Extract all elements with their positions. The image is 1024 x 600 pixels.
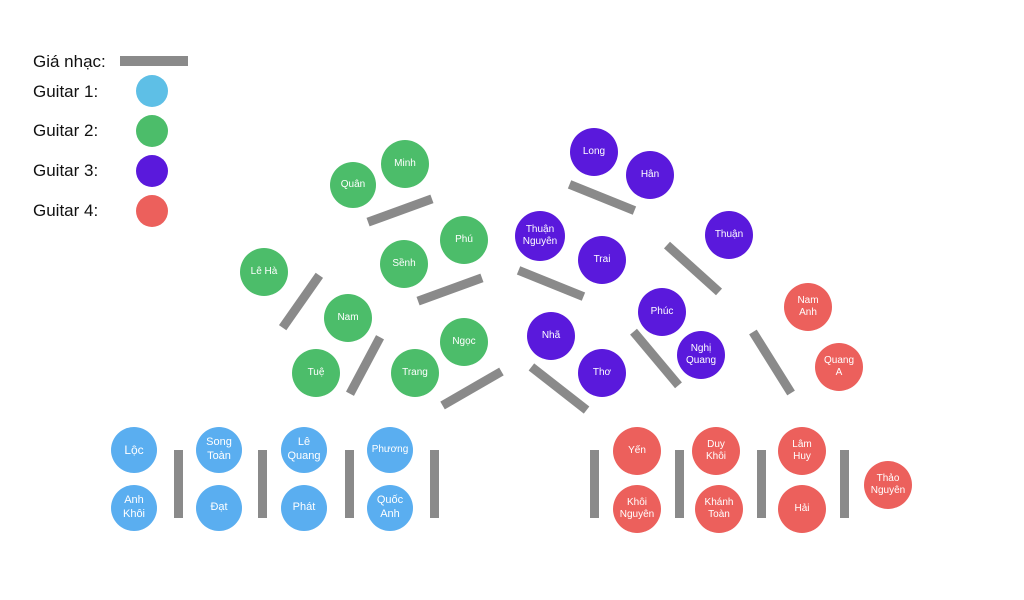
seat-guitar4-hai: Hải <box>778 485 826 533</box>
music-stand <box>630 328 682 389</box>
seat-guitar2-tue: Tuệ <box>292 349 340 397</box>
seat-guitar3-nha: Nhã <box>527 312 575 360</box>
legend-guitar2-swatch <box>136 115 168 147</box>
seat-guitar2-nam: Nam <box>324 294 372 342</box>
music-stand <box>590 450 599 518</box>
seat-guitar4-lam-huy: Lâm Huy <box>778 427 826 475</box>
music-stand <box>840 450 849 518</box>
music-stand <box>675 450 684 518</box>
music-stand <box>345 450 354 518</box>
seat-guitar3-nghi-quang: Nghị Quang <box>677 331 725 379</box>
seat-guitar1-phat: Phát <box>281 485 327 531</box>
seat-guitar4-khoi-nguyen: Khôi Nguyên <box>613 485 661 533</box>
legend-guitar4-label: Guitar 4: <box>33 201 99 220</box>
legend-guitar3-label: Guitar 3: <box>33 161 99 180</box>
seat-guitar3-phuc: Phúc <box>638 288 686 336</box>
legend-stand-label: Giá nhạc: <box>33 52 106 71</box>
seat-guitar2-minh: Minh <box>381 140 429 188</box>
music-stand <box>174 450 183 518</box>
legend-guitar3-swatch <box>136 155 168 187</box>
legend-guitar4-swatch <box>136 195 168 227</box>
music-stand <box>567 180 637 215</box>
music-stand <box>440 367 504 410</box>
seat-guitar2-phu: Phú <box>440 216 488 264</box>
seat-guitar1-song-toan: Song Toàn <box>196 427 242 473</box>
seat-guitar3-han: Hân <box>626 151 674 199</box>
seat-guitar1-dat: Đạt <box>196 485 242 531</box>
music-stand <box>430 450 439 518</box>
seat-guitar1-le-quang: Lê Quang <box>281 427 327 473</box>
seat-guitar2-quan: Quân <box>330 162 376 208</box>
seat-guitar3-trai: Trai <box>578 236 626 284</box>
seat-guitar4-yen: Yến <box>613 427 661 475</box>
seat-guitar4-duy-khoi: Duy Khôi <box>692 427 740 475</box>
music-stand <box>366 194 434 227</box>
legend-guitar1-label: Guitar 1: <box>33 82 99 101</box>
music-stand <box>757 450 766 518</box>
music-stand <box>749 329 795 396</box>
legend-guitar2-label: Guitar 2: <box>33 121 99 140</box>
seat-guitar1-anh-khoi: Anh Khôi <box>111 485 157 531</box>
music-stand <box>416 273 484 306</box>
seat-guitar4-nam-anh: Nam Anh <box>784 283 832 331</box>
seat-guitar3-long: Long <box>570 128 618 176</box>
seat-guitar1-loc: Lộc <box>111 427 157 473</box>
seat-guitar1-quoc-anh: Quốc Anh <box>367 485 413 531</box>
seat-guitar2-senh: Sềnh <box>380 240 428 288</box>
legend-guitar1-swatch <box>136 75 168 107</box>
legend-stand-swatch <box>120 56 188 66</box>
seat-guitar4-khanh-toan: Khánh Toàn <box>695 485 743 533</box>
music-stand <box>258 450 267 518</box>
seat-guitar2-le-ha: Lê Hà <box>240 248 288 296</box>
seat-guitar2-ngoc: Ngọc <box>440 318 488 366</box>
seat-guitar3-tho: Thơ <box>578 349 626 397</box>
seat-guitar3-thuan-nguyen: Thuận Nguyên <box>515 211 565 261</box>
seat-guitar2-trang: Trang <box>391 349 439 397</box>
seat-guitar1-phuong: Phương <box>367 427 413 473</box>
seat-guitar3-thuan: Thuận <box>705 211 753 259</box>
seat-guitar4-quang-a: Quang A <box>815 343 863 391</box>
music-stand <box>346 335 384 396</box>
seat-guitar4-thao-nguyen: Thảo Nguyên <box>864 461 912 509</box>
music-stand <box>516 266 586 301</box>
